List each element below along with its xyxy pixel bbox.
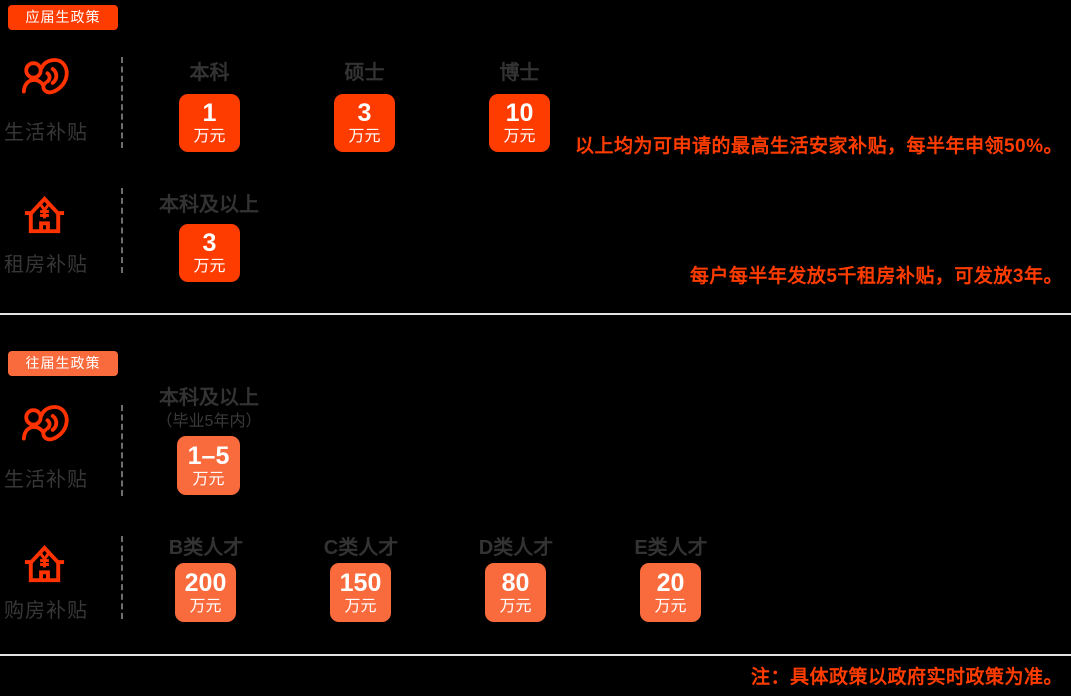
amount-unit: 万元 xyxy=(344,597,377,615)
amount-chip: 3 万元 xyxy=(334,94,395,152)
dashed-divider xyxy=(121,188,123,273)
column-header: 本科 xyxy=(189,62,230,84)
care-people-icon xyxy=(21,58,69,95)
amount-chip: 80 万元 xyxy=(485,563,546,622)
amount-unit: 万元 xyxy=(499,597,532,615)
amount-value: 80 xyxy=(501,568,530,597)
column-header: 本科及以上 xyxy=(159,194,259,216)
amount-chip: 20 万元 xyxy=(640,563,701,622)
amount-chip: 3 万元 xyxy=(179,224,240,282)
row-label-living-subsidy: 生活补贴 xyxy=(4,469,88,491)
column-header: 博士 xyxy=(499,62,540,84)
house-yuan-icon xyxy=(24,195,65,234)
amount-value: 3 xyxy=(357,99,372,127)
amount-unit: 万元 xyxy=(189,597,222,615)
row-label-living-subsidy: 生活补贴 xyxy=(4,122,88,144)
amount-chip: 200 万元 xyxy=(175,563,236,622)
amount-unit: 万元 xyxy=(348,128,381,145)
amount-unit: 万元 xyxy=(193,128,226,145)
amount-chip: 1–5 万元 xyxy=(177,436,240,495)
previous-policy-badge: 往届生政策 xyxy=(8,351,118,376)
amount-unit: 万元 xyxy=(654,597,687,615)
footer-disclaimer-note: 注：具体政策以政府实时政策为准。 xyxy=(750,667,1063,688)
column-header: D类人才 xyxy=(478,537,554,559)
row-label-rent-subsidy: 租房补贴 xyxy=(4,254,88,276)
dashed-divider xyxy=(121,405,123,496)
fresh-policy-badge: 应届生政策 xyxy=(8,5,118,30)
section-divider xyxy=(0,313,1071,315)
dashed-divider xyxy=(121,57,123,148)
amount-value: 150 xyxy=(339,568,382,597)
amount-chip: 10 万元 xyxy=(489,94,550,152)
amount-unit: 万元 xyxy=(503,128,536,145)
amount-value: 3 xyxy=(202,229,217,257)
house-yuan-icon xyxy=(24,544,65,583)
column-header: B类人才 xyxy=(168,537,244,559)
column-header: E类人才 xyxy=(634,537,708,559)
amount-chip: 1 万元 xyxy=(179,94,240,152)
row-label-purchase-subsidy: 购房补贴 xyxy=(4,600,88,622)
column-header: C类人才 xyxy=(323,537,399,559)
amount-value: 1–5 xyxy=(187,441,230,470)
rent-subsidy-note: 每户每半年发放5千租房补贴，可发放3年。 xyxy=(689,266,1063,287)
amount-unit: 万元 xyxy=(193,258,226,275)
care-people-icon xyxy=(21,405,69,442)
column-subheader: （毕业5年内） xyxy=(156,413,262,430)
footer-divider xyxy=(0,654,1071,656)
column-header: 硕士 xyxy=(344,62,385,84)
column-header: 本科及以上 xyxy=(159,387,259,409)
amount-value: 20 xyxy=(656,568,685,597)
amount-value: 10 xyxy=(505,99,534,127)
dashed-divider xyxy=(121,536,123,619)
amount-unit: 万元 xyxy=(192,470,225,488)
amount-value: 1 xyxy=(202,99,217,127)
living-subsidy-note: 以上均为可申请的最高生活安家补贴，每半年申领50%。 xyxy=(574,136,1063,157)
amount-value: 200 xyxy=(184,568,227,597)
amount-chip: 150 万元 xyxy=(330,563,391,622)
